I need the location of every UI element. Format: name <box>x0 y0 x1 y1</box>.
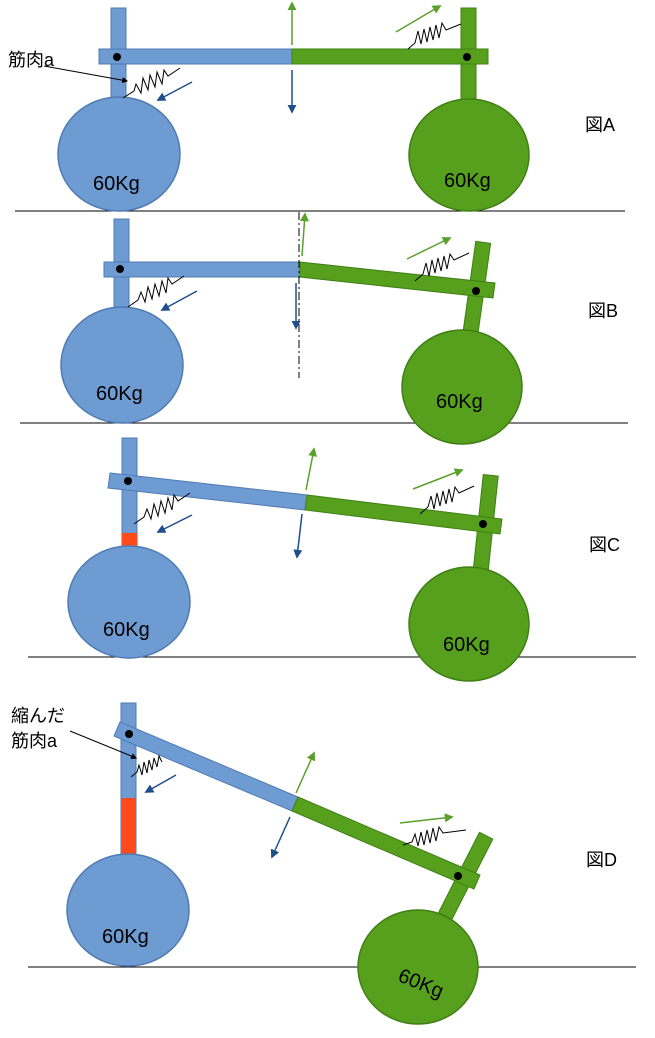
arrow-left-b <box>160 290 198 311</box>
left-leg-contracted-d <box>121 798 136 858</box>
arrow-right-d <box>399 813 454 824</box>
annotation-contracted-line1: 縮んだ <box>11 706 65 726</box>
spring-right-b <box>414 252 470 282</box>
arrow-down-d <box>270 816 291 859</box>
left-bar-a <box>98 48 293 65</box>
panel-label-a: 図A <box>585 115 615 135</box>
left-leg-contracted-c <box>122 533 137 548</box>
pivot-left-c <box>124 477 132 485</box>
right-weight-label-a: 60Kg <box>444 170 491 192</box>
pivot-right-b <box>472 287 480 295</box>
pivot-right-a <box>463 53 471 61</box>
left-weight-c <box>67 545 191 659</box>
panel-label-c: 図C <box>589 535 620 555</box>
spring-right-a <box>407 21 462 50</box>
panel-b: 60Kg 60Kg 図B <box>20 212 628 445</box>
arrow-left-a <box>156 81 193 101</box>
left-weight-label-d: 60Kg <box>102 926 149 948</box>
arrow-down-c <box>293 513 303 559</box>
arrow-up-b <box>299 212 309 257</box>
left-weight-b <box>60 306 184 424</box>
left-bar-b <box>103 261 301 278</box>
pivot-left-d <box>125 730 133 738</box>
arrow-right-b <box>406 237 452 260</box>
spring-left-b <box>127 275 185 308</box>
left-bar-d <box>113 721 299 812</box>
left-weight-a <box>57 96 181 212</box>
left-weight-label-b: 60Kg <box>96 383 143 405</box>
arrow-right-c <box>412 468 464 490</box>
annotation-pointer-a <box>43 65 129 84</box>
right-bar-c <box>304 494 503 535</box>
left-weight-label-a: 60Kg <box>93 173 140 195</box>
left-weight-d <box>66 853 190 967</box>
spring-right-d <box>402 825 467 847</box>
right-weight-d <box>357 909 479 1025</box>
right-weight-a <box>408 98 530 212</box>
panel-label-b: 図B <box>588 301 618 321</box>
pivot-right-d <box>454 872 462 880</box>
left-bar-c <box>107 472 308 511</box>
right-bar-a <box>291 48 489 65</box>
arrow-right-a <box>395 5 442 33</box>
panel-c: 60Kg 60Kg 図C <box>28 437 636 682</box>
spring-right-c <box>419 485 475 515</box>
arrow-left-c <box>156 514 193 533</box>
spring-left-a <box>122 67 181 99</box>
spring-left-d <box>130 754 163 778</box>
right-bar-b <box>299 261 496 299</box>
right-bar-d <box>291 796 481 890</box>
arrow-up-d <box>295 751 316 794</box>
right-weight-c <box>408 566 530 682</box>
pivot-left-b <box>116 265 124 273</box>
left-leg-c <box>121 437 138 549</box>
right-weight-label-b: 60Kg <box>436 391 483 413</box>
panel-d: 縮んだ 筋肉a 60Kg 60Kg 図D <box>11 702 636 1025</box>
panel-label-d: 図D <box>586 850 617 870</box>
right-weight-b <box>401 329 523 445</box>
right-weight-label-c: 60Kg <box>443 634 490 656</box>
pivot-right-c <box>479 520 487 528</box>
annotation-muscle-a: 筋肉a <box>8 50 55 70</box>
annotation-contracted-line2: 筋肉a <box>11 731 58 751</box>
panel-a: 筋肉a 60Kg 60Kg 図A <box>8 1 625 212</box>
spring-left-c <box>133 492 191 525</box>
arrow-left-d <box>144 774 177 793</box>
annotation-pointer-d <box>69 730 138 759</box>
arrow-up-c <box>305 447 318 491</box>
pivot-left-a <box>113 53 121 61</box>
left-weight-label-c: 60Kg <box>103 619 150 641</box>
